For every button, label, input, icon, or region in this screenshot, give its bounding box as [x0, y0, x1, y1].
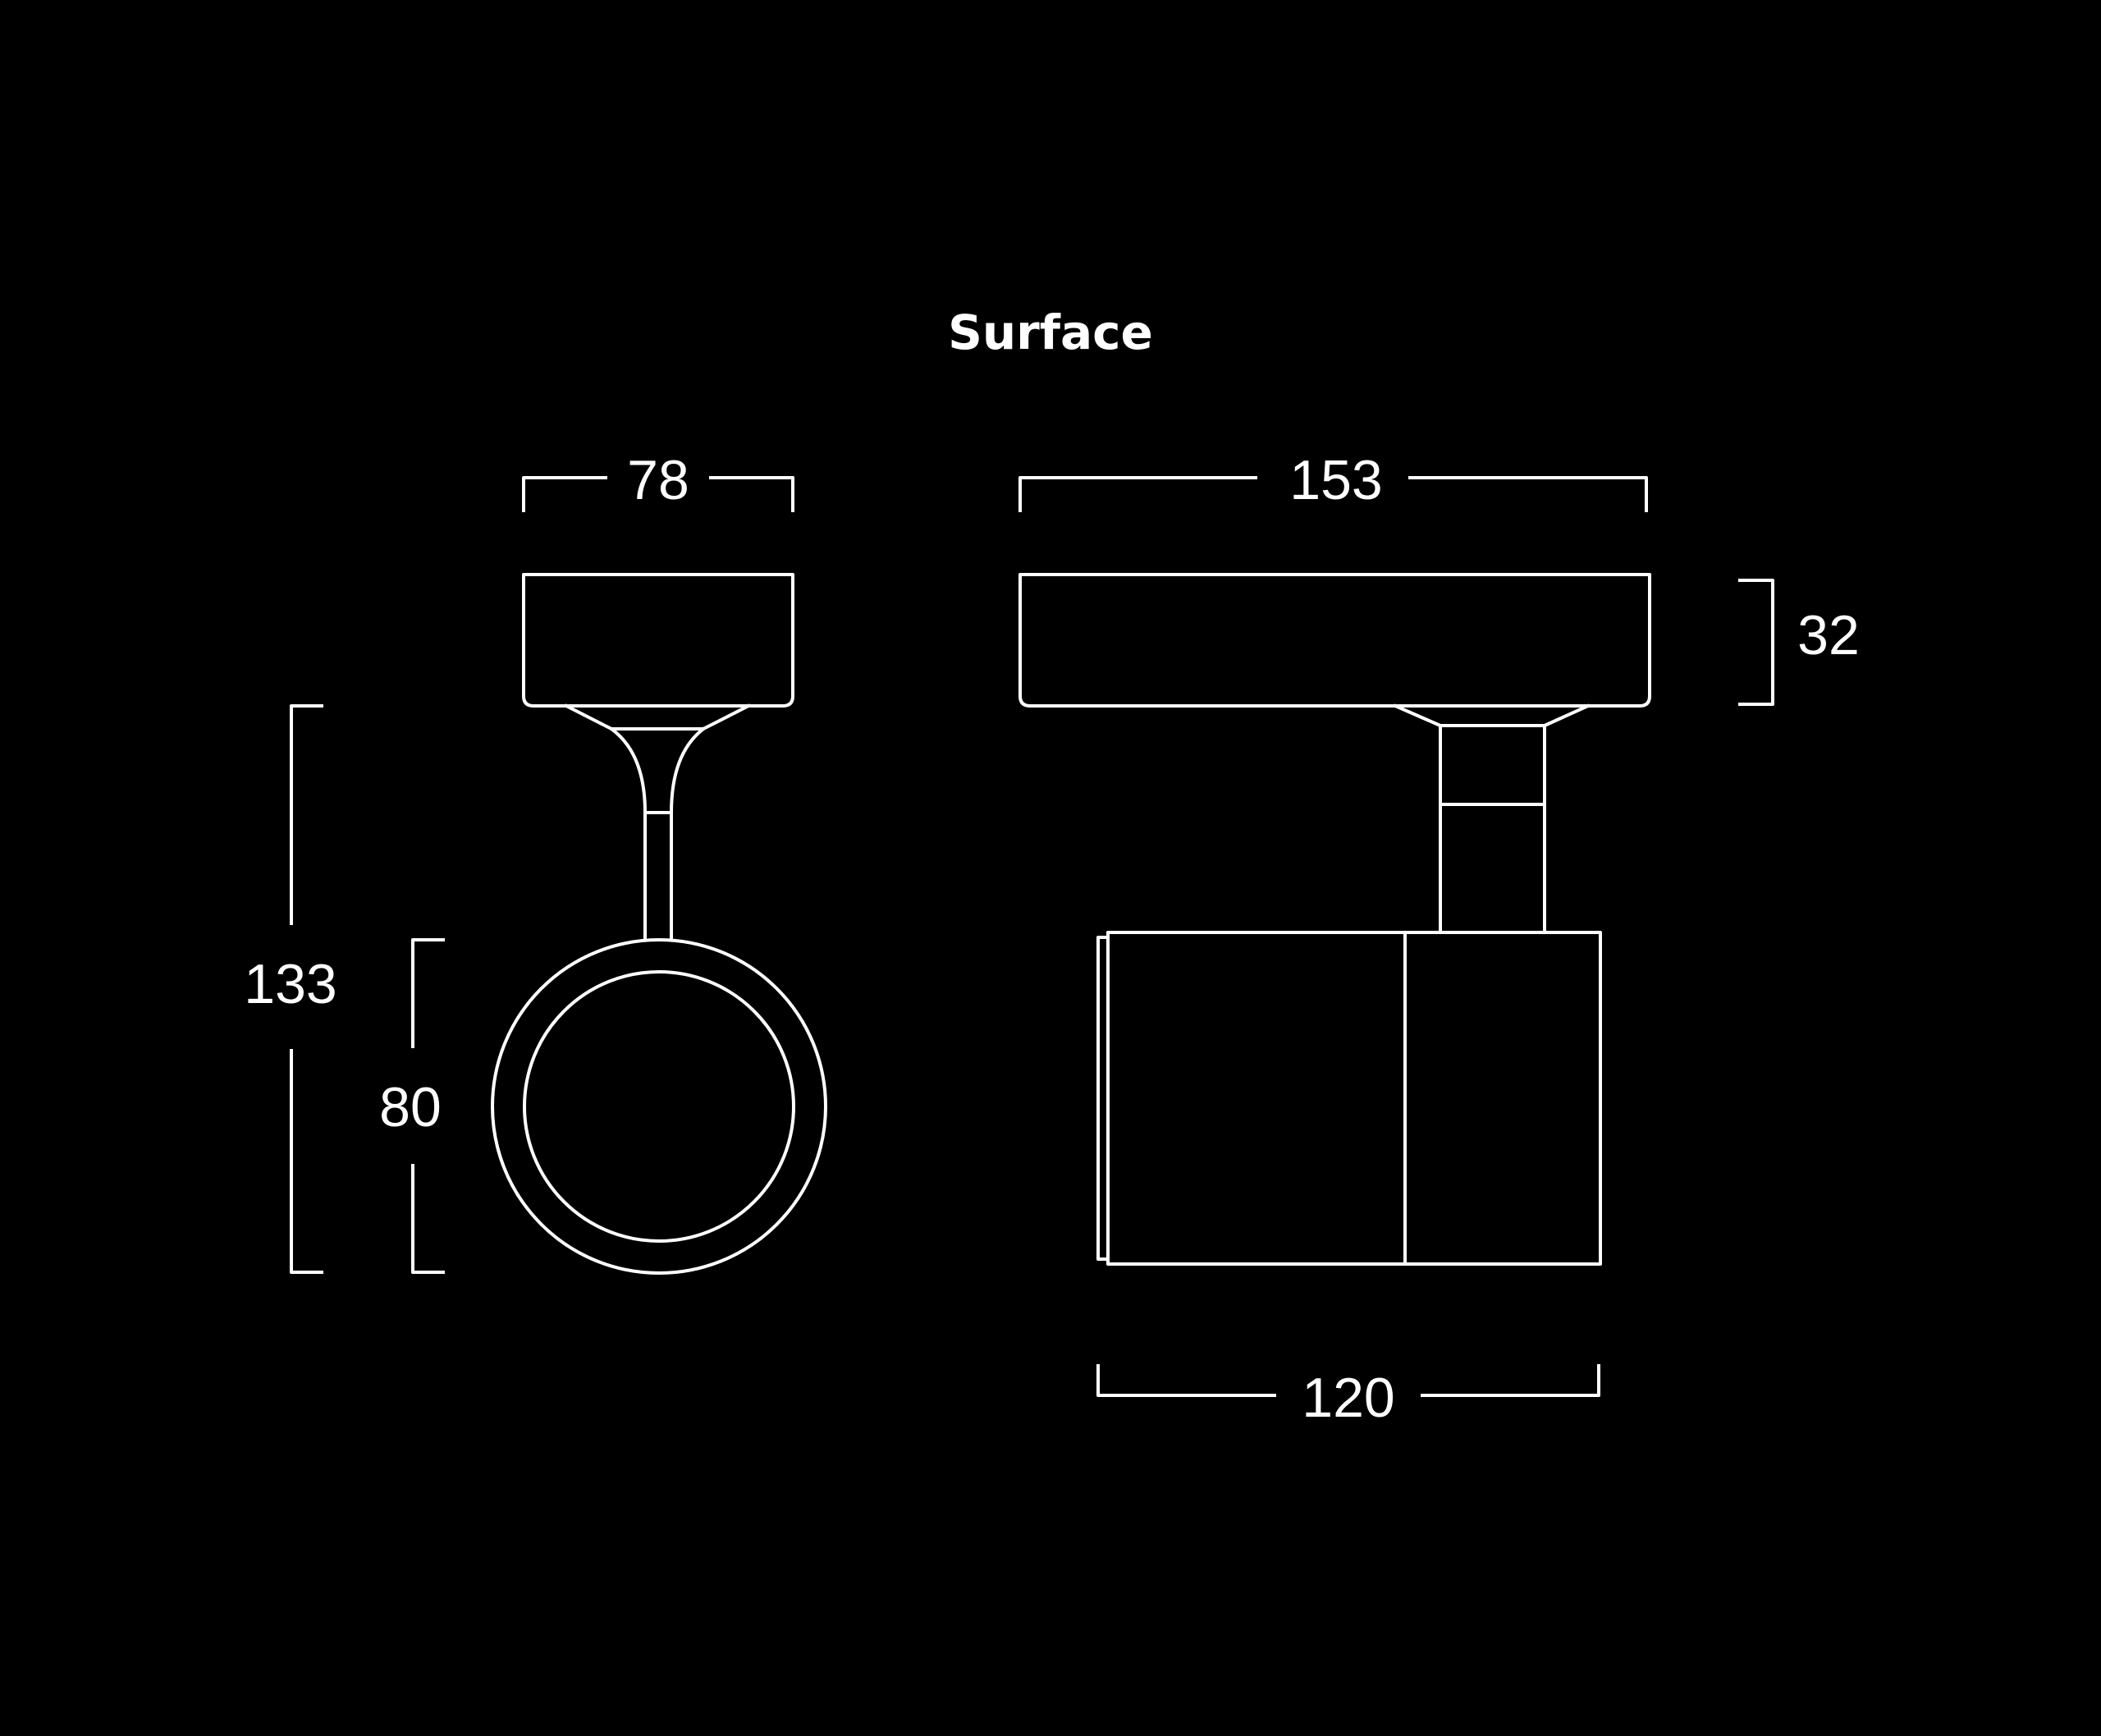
side-body — [1096, 931, 1602, 1266]
head-diameter-dimension: 80 — [379, 938, 445, 1274]
side-neck — [1393, 703, 1591, 934]
total-height-label: 133 — [244, 953, 336, 1015]
body-length-label: 120 — [1302, 1367, 1394, 1429]
front-head-outer-circle — [491, 938, 827, 1275]
side-view: 153 32 120 — [1018, 449, 1860, 1429]
base-height-dimension: 32 — [1738, 579, 1860, 706]
front-neck — [564, 703, 751, 941]
head-diameter-label: 80 — [379, 1076, 442, 1138]
front-mounting-base — [522, 573, 794, 708]
total-height-dimension: 133 — [244, 704, 337, 1274]
body-length-dimension: 120 — [1096, 1364, 1600, 1429]
front-width-label: 78 — [627, 449, 689, 511]
front-head-inner-circle — [523, 970, 795, 1243]
front-view: 78 133 80 — [244, 449, 827, 1275]
drawing-title: Surface — [948, 305, 1153, 360]
side-length-dimension: 153 — [1018, 449, 1648, 512]
side-mounting-base — [1018, 573, 1651, 708]
side-length-label: 153 — [1289, 449, 1382, 511]
front-width-dimension: 78 — [522, 449, 794, 512]
base-height-label: 32 — [1797, 604, 1860, 666]
